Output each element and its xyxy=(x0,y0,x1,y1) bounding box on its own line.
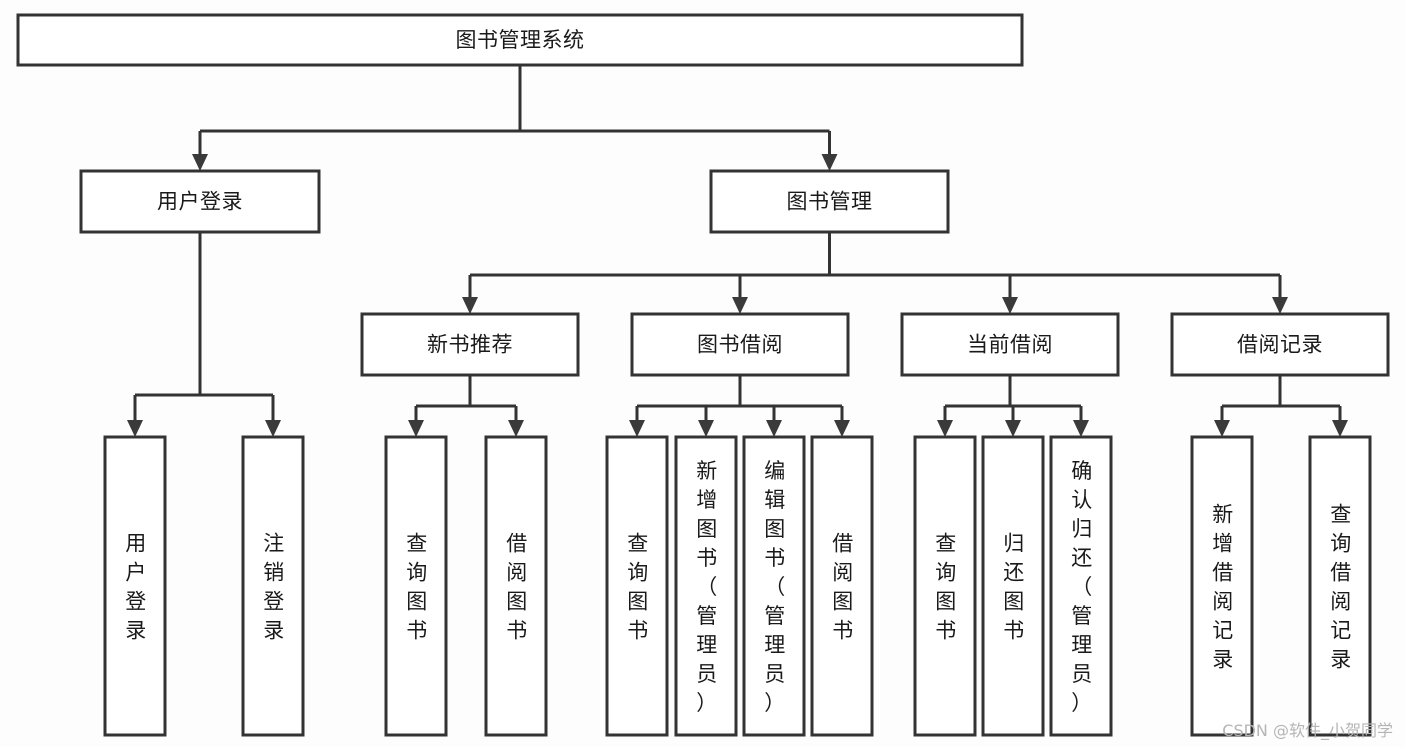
node-label-leaf-query-borrow-record: 查询借阅记录 xyxy=(1330,503,1352,672)
node-label-book-manage: 图书管理 xyxy=(787,190,873,214)
node-box-new-book-recommend xyxy=(360,312,580,377)
node-box-leaf-logout xyxy=(241,435,305,737)
node-label-leaf-add-borrow-record: 新增借阅记录 xyxy=(1212,503,1234,672)
node-label-user-login: 用户登录 xyxy=(157,190,243,214)
node-box-user-login xyxy=(79,169,321,234)
node-label-leaf-confirm-return-admin: 确认归还（管理员） xyxy=(1071,459,1093,715)
node-box-leaf-borrow-book-2 xyxy=(810,435,874,737)
node-box-borrow-record xyxy=(1170,312,1390,377)
node-label-leaf-query-book-3: 查询图书 xyxy=(935,532,957,643)
node-label-new-book-recommend: 新书推荐 xyxy=(427,333,513,357)
arrow-head-root-1 xyxy=(821,154,838,171)
node-label-leaf-user-login: 用户登录 xyxy=(125,532,147,643)
node-label-root: 图书管理系统 xyxy=(456,28,585,52)
nodes-layer: 图书管理系统用户登录图书管理新书推荐图书借阅当前借阅借阅记录用户登录注销登录查询… xyxy=(16,13,1390,737)
connectors-layer xyxy=(127,65,1348,437)
arrow-head-book-borrow-2 xyxy=(766,420,782,437)
arrow-head-book-manage-2 xyxy=(1002,297,1018,314)
node-box-leaf-confirm-return-admin xyxy=(1049,435,1113,737)
node-box-leaf-query-borrow-record xyxy=(1308,435,1372,737)
arrow-head-current-borrow-0 xyxy=(937,420,953,437)
node-box-leaf-return-book xyxy=(981,435,1045,737)
node-box-book-manage xyxy=(709,169,950,234)
node-label-current-borrow: 当前借阅 xyxy=(967,333,1053,357)
node-box-leaf-add-borrow-record xyxy=(1190,435,1254,737)
node-box-book-borrow xyxy=(630,312,850,377)
arrow-head-book-borrow-1 xyxy=(698,420,714,437)
node-leaf-logout[interactable]: 注销登录 xyxy=(241,435,305,737)
arrow-head-book-manage-3 xyxy=(1272,297,1288,314)
node-leaf-query-borrow-record[interactable]: 查询借阅记录 xyxy=(1308,435,1372,737)
arrow-head-book-borrow-3 xyxy=(834,420,850,437)
node-box-leaf-user-login xyxy=(103,435,167,737)
node-box-leaf-query-book-3 xyxy=(913,435,977,737)
node-box-current-borrow xyxy=(900,312,1120,377)
node-label-leaf-add-book-admin: 新增图书（管理员） xyxy=(696,459,718,715)
arrow-head-borrow-record-1 xyxy=(1332,420,1348,437)
node-box-leaf-edit-book-admin xyxy=(742,435,806,737)
arrow-head-user-login-0 xyxy=(127,420,143,437)
node-box-leaf-query-book-2 xyxy=(605,435,669,737)
arrow-head-current-borrow-1 xyxy=(1005,420,1021,437)
node-label-leaf-borrow-book-1: 借阅图书 xyxy=(506,532,528,643)
arrow-head-user-login-1 xyxy=(265,420,281,437)
arrow-head-current-borrow-2 xyxy=(1073,420,1089,437)
arrow-head-book-manage-0 xyxy=(462,297,478,314)
node-user-login[interactable]: 用户登录 xyxy=(79,169,321,234)
node-leaf-add-borrow-record[interactable]: 新增借阅记录 xyxy=(1190,435,1254,737)
node-label-leaf-query-book-2: 查询图书 xyxy=(627,532,649,643)
node-book-manage[interactable]: 图书管理 xyxy=(709,169,950,234)
node-leaf-confirm-return-admin[interactable]: 确认归还（管理员） xyxy=(1049,435,1113,737)
node-leaf-user-login[interactable]: 用户登录 xyxy=(103,435,167,737)
node-label-leaf-query-book-1: 查询图书 xyxy=(406,532,428,643)
node-leaf-query-book-1[interactable]: 查询图书 xyxy=(384,435,448,737)
node-label-borrow-record: 借阅记录 xyxy=(1237,333,1323,357)
node-book-borrow[interactable]: 图书借阅 xyxy=(630,312,850,377)
node-label-book-borrow: 图书借阅 xyxy=(697,333,783,357)
node-label-leaf-return-book: 归还图书 xyxy=(1003,532,1025,643)
node-leaf-query-book-2[interactable]: 查询图书 xyxy=(605,435,669,737)
arrow-head-borrow-record-0 xyxy=(1214,420,1230,437)
node-leaf-query-book-3[interactable]: 查询图书 xyxy=(913,435,977,737)
arrow-head-root-0 xyxy=(192,154,208,171)
node-box-root xyxy=(16,13,1024,67)
node-label-leaf-borrow-book-2: 借阅图书 xyxy=(832,532,854,643)
node-new-book-recommend[interactable]: 新书推荐 xyxy=(360,312,580,377)
node-label-leaf-logout: 注销登录 xyxy=(263,532,285,643)
node-borrow-record[interactable]: 借阅记录 xyxy=(1170,312,1390,377)
arrow-head-new-book-recommend-0 xyxy=(408,420,424,437)
arrow-head-book-manage-1 xyxy=(732,297,748,314)
arrow-head-new-book-recommend-1 xyxy=(508,420,524,437)
node-box-leaf-borrow-book-1 xyxy=(484,435,548,737)
arrow-head-book-borrow-0 xyxy=(629,420,645,437)
node-label-leaf-edit-book-admin: 编辑图书（管理员） xyxy=(764,459,786,715)
node-leaf-return-book[interactable]: 归还图书 xyxy=(981,435,1045,737)
node-leaf-borrow-book-2[interactable]: 借阅图书 xyxy=(810,435,874,737)
node-leaf-edit-book-admin[interactable]: 编辑图书（管理员） xyxy=(742,435,806,737)
csdn-watermark: CSDN @软件_小贺同学 xyxy=(1222,721,1393,740)
node-box-leaf-query-book-1 xyxy=(384,435,448,737)
node-box-leaf-add-book-admin xyxy=(674,435,738,737)
node-root[interactable]: 图书管理系统 xyxy=(16,13,1024,67)
node-current-borrow[interactable]: 当前借阅 xyxy=(900,312,1120,377)
node-leaf-borrow-book-1[interactable]: 借阅图书 xyxy=(484,435,548,737)
node-leaf-add-book-admin[interactable]: 新增图书（管理员） xyxy=(674,435,738,737)
